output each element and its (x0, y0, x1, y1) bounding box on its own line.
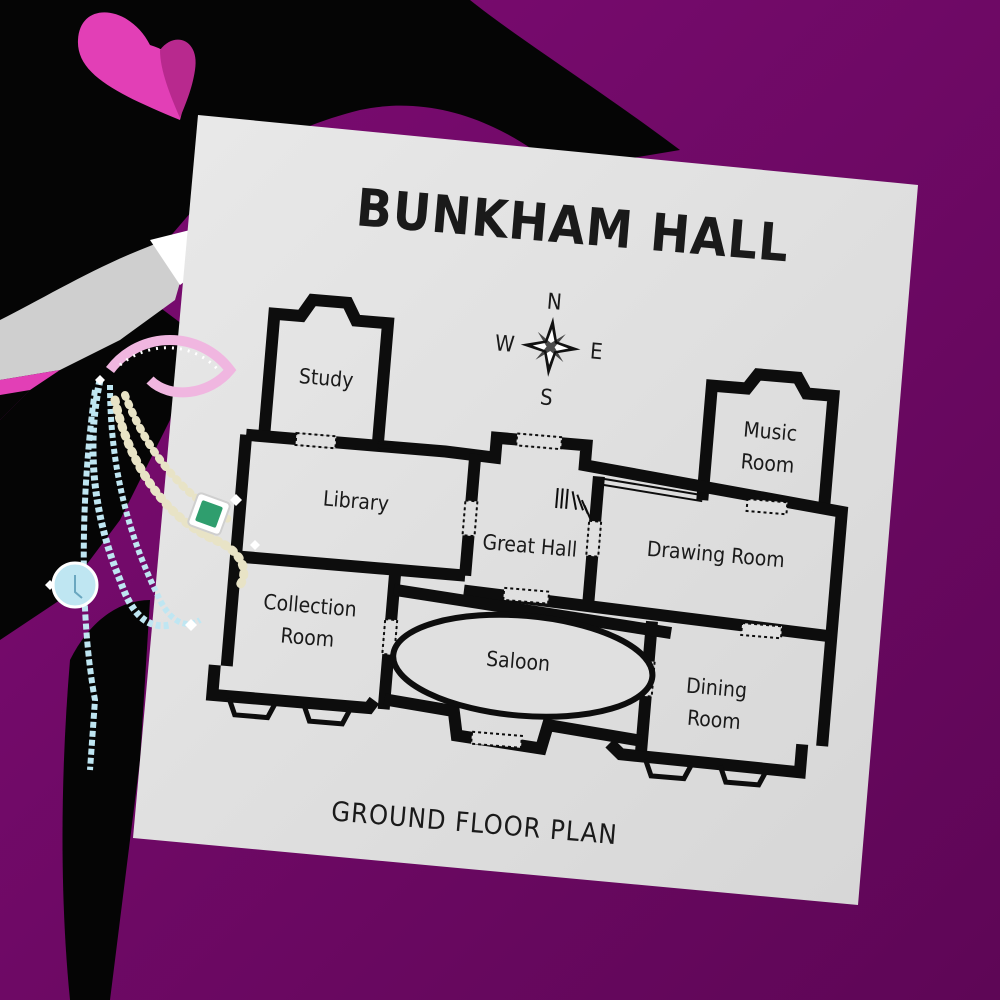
room-study: Study (298, 364, 354, 392)
compass-south: S (539, 385, 554, 411)
lower-walls (205, 664, 809, 779)
floor-plan: BUNKHAM HALL N S E W (205, 178, 849, 851)
room-saloon: Saloon (485, 647, 551, 676)
compass-rose-icon: N S E W (494, 290, 604, 412)
study-walls (258, 293, 395, 447)
bay-windows (226, 697, 770, 788)
room-music-line1: Music (742, 417, 798, 445)
necklace-illustration (45, 335, 260, 771)
room-music-line2: Room (740, 449, 796, 477)
room-dining-line2: Room (686, 706, 742, 734)
heart-icon (77, 12, 196, 120)
windows (377, 441, 703, 503)
compass-north: N (546, 290, 563, 316)
saloon-ellipse (390, 611, 656, 720)
room-collection-line2: Room (280, 623, 336, 651)
room-library: Library (322, 486, 390, 515)
music-room-walls (696, 368, 840, 511)
compass-west: W (494, 331, 516, 358)
staircase-icon (555, 487, 592, 520)
room-dining-line1: Dining (685, 674, 748, 703)
compass-east: E (589, 339, 604, 365)
